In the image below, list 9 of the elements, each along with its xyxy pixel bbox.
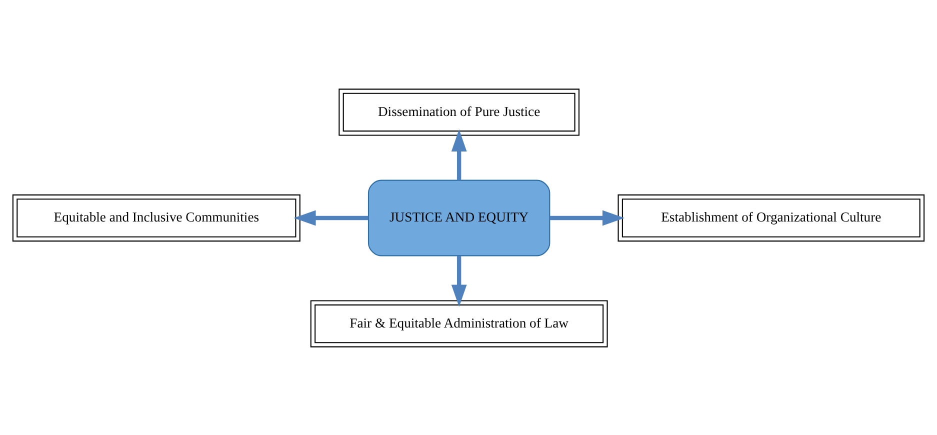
node-box: Fair & Equitable Administration of Law bbox=[310, 300, 608, 347]
arrow bbox=[451, 128, 467, 180]
arrow bbox=[294, 210, 368, 226]
arrow bbox=[550, 210, 624, 226]
node-box: Equitable and Inclusive Communities bbox=[12, 194, 300, 242]
node-box: Establishment of Organizational Culture bbox=[618, 194, 925, 242]
node-box: Dissemination of Pure Justice bbox=[338, 88, 580, 136]
node-box: JUSTICE AND EQUITY bbox=[368, 179, 550, 256]
arrow bbox=[451, 255, 467, 306]
